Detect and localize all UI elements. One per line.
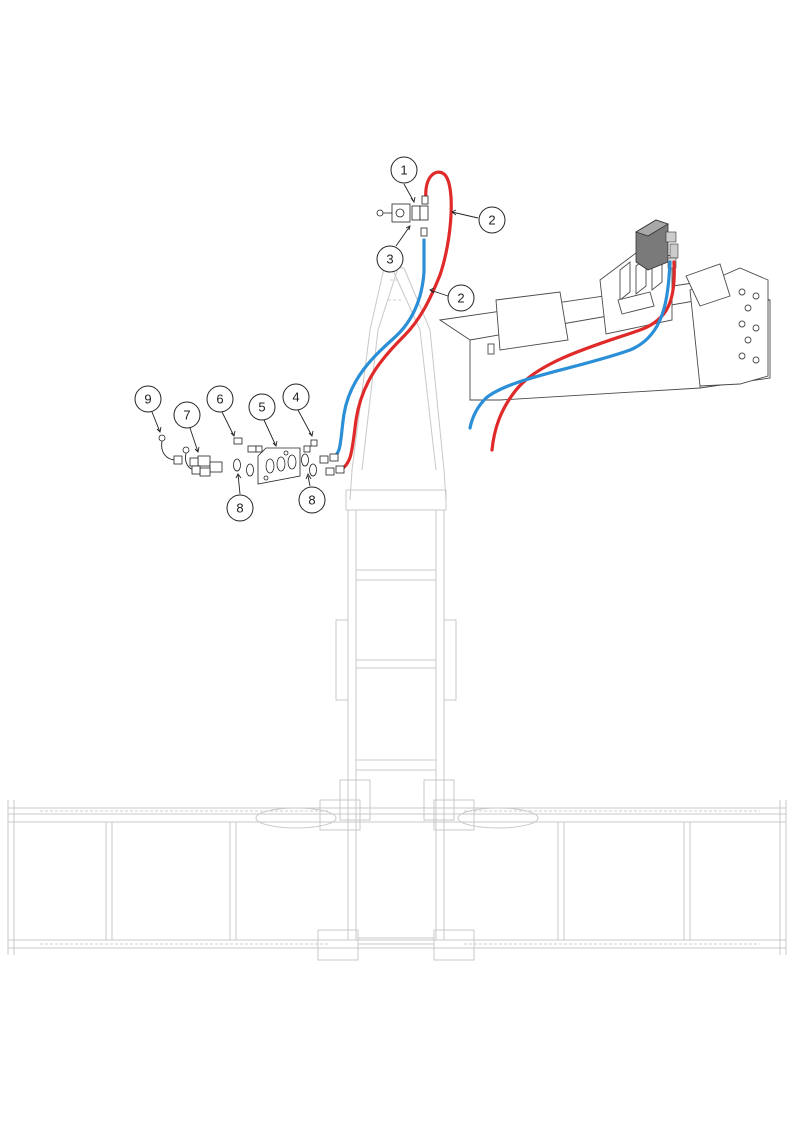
svg-text:5: 5	[258, 400, 265, 415]
svg-text:8: 8	[236, 501, 243, 516]
callout-7: 7	[173, 401, 201, 453]
pressure-hose	[338, 170, 453, 472]
callout-2a: 2	[451, 206, 506, 234]
callout-9: 9	[134, 385, 162, 433]
hose-routing	[330, 170, 453, 472]
callout-2b: 2	[429, 284, 475, 312]
svg-text:3: 3	[386, 252, 393, 267]
callout-5: 5	[248, 393, 278, 447]
callout-6: 6	[206, 385, 236, 437]
svg-text:6: 6	[216, 392, 223, 407]
detail-view	[438, 219, 771, 452]
svg-text:9: 9	[144, 392, 151, 407]
exploded-parts	[158, 434, 318, 485]
callouts: 1 2 2 3 4 5	[134, 156, 506, 522]
callout-8b: 8	[298, 472, 326, 514]
svg-text:1: 1	[400, 163, 407, 178]
callout-4: 4	[282, 383, 314, 437]
svg-text:4: 4	[292, 390, 299, 405]
callout-3: 3	[376, 225, 411, 273]
svg-text:2: 2	[488, 213, 495, 228]
svg-text:8: 8	[308, 493, 315, 508]
svg-text:7: 7	[183, 408, 190, 423]
svg-text:2: 2	[457, 291, 464, 306]
callout-1: 1	[390, 156, 418, 204]
machine-frame	[7, 267, 787, 961]
callout-8a: 8	[226, 473, 254, 522]
hose-fittings	[319, 453, 345, 476]
return-hose	[330, 238, 426, 460]
diverter-valve	[376, 195, 429, 237]
